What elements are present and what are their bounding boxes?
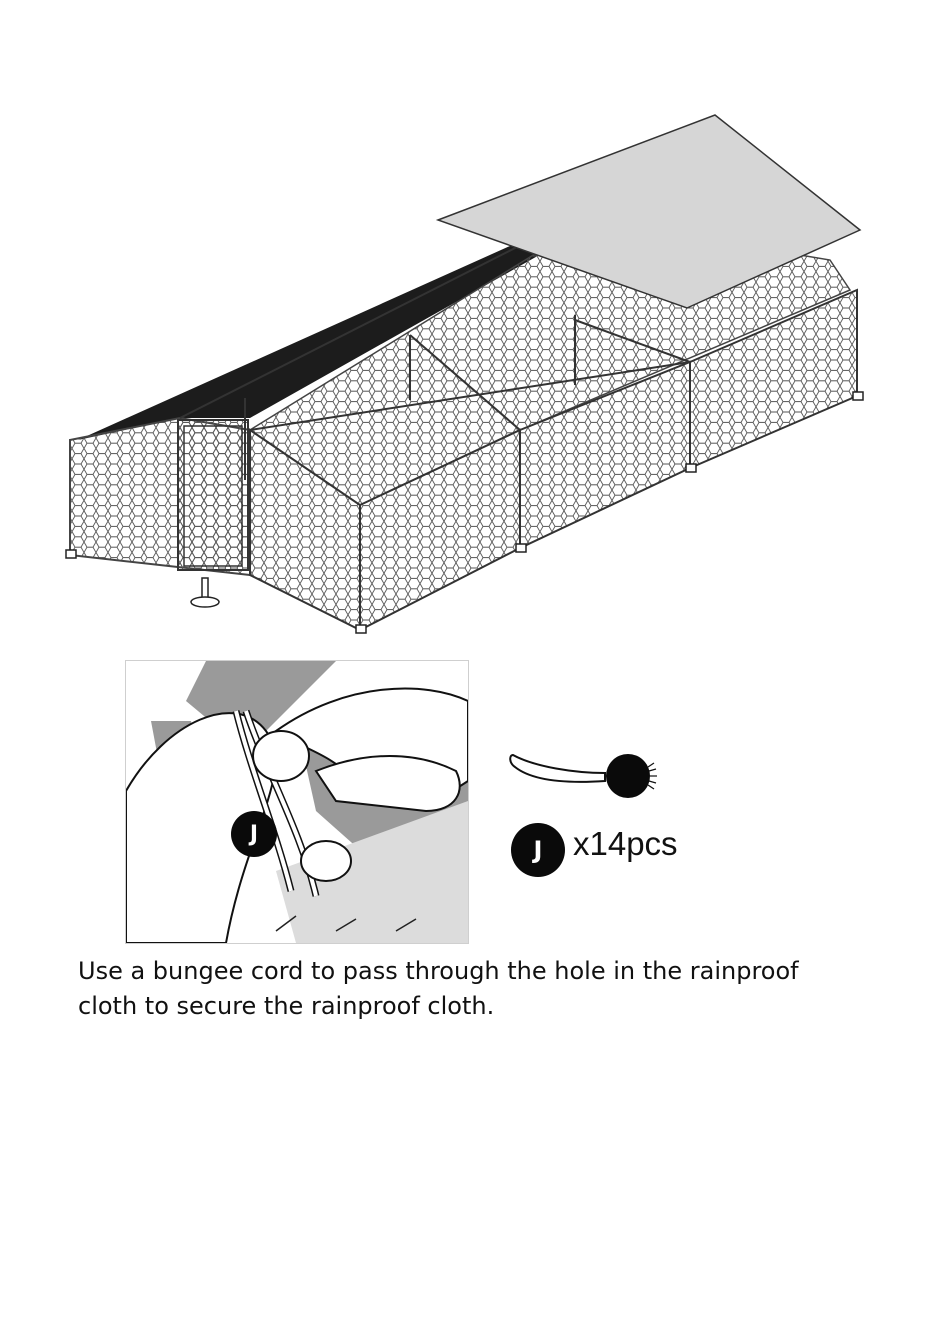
detail-badge: J — [231, 811, 277, 857]
parts-badge: J — [511, 823, 565, 877]
bungee-cord-icon — [505, 745, 665, 805]
door — [178, 420, 248, 570]
hand-tying-illustration — [126, 661, 468, 943]
parts-quantity: x14pcs — [573, 826, 678, 862]
coop-illustration — [60, 100, 880, 645]
instruction-text: Use a bungee cord to pass through the ho… — [78, 954, 838, 1024]
detail-callout: J — [125, 660, 469, 944]
stake-base — [191, 597, 219, 607]
